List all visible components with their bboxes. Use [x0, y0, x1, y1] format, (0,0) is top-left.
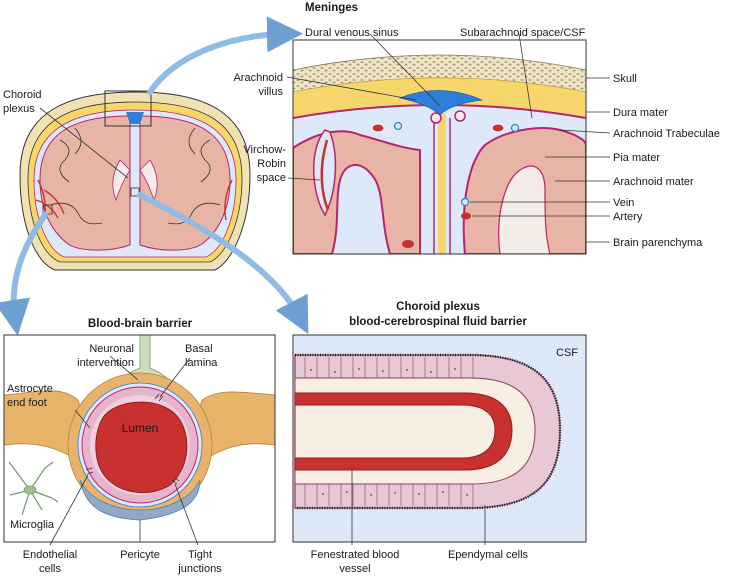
label-virchow-robin-2: Robin	[257, 158, 286, 170]
label-tight-junctions-2: junctions	[177, 563, 222, 575]
label-arachnoid-villus-2: villus	[259, 86, 284, 98]
meninges-title: Meninges	[305, 2, 358, 14]
bbb-title: Blood-brain barrier	[88, 318, 193, 330]
label-neuronal-intervention-1: Neuronal	[89, 343, 134, 355]
ependymal-cell-row	[304, 357, 474, 506]
meninges-leaders	[286, 33, 611, 243]
brain-coronal-section	[19, 90, 251, 271]
arrow-to-choroid	[137, 192, 309, 334]
label-basal-lamina-2: lamina	[185, 357, 218, 369]
label-artery: Artery	[613, 211, 643, 223]
label-arachnoid-trabeculae: Arachnoid Trabeculae	[613, 128, 720, 140]
label-virchow-robin-1: Virchow-	[243, 144, 286, 156]
label-neuronal-intervention-2: intervention	[77, 357, 134, 369]
label-arachnoid-villus-1: Arachnoid	[233, 72, 283, 84]
meninges-panel	[292, 39, 587, 255]
label-ependymal-cells: Ependymal cells	[448, 549, 529, 561]
label-vein: Vein	[613, 197, 634, 209]
label-dura-mater: Dura mater	[613, 107, 668, 119]
label-arachnoid-mater: Arachnoid mater	[613, 176, 694, 188]
choroid-title-2: blood-cerebrospinal fluid barrier	[349, 316, 527, 328]
label-virchow-robin-3: space	[257, 172, 286, 184]
label-pia-mater: Pia mater	[613, 152, 660, 164]
label-lumen: Lumen	[122, 421, 159, 435]
label-dural-venous-sinus: Dural venous sinus	[305, 27, 399, 39]
bbb-panel	[3, 334, 276, 543]
label-basal-lamina-1: Basal	[185, 343, 213, 355]
label-choroid-plexus-1: Choroid	[3, 89, 42, 101]
arrow-to-bbb	[0, 212, 48, 336]
bbb-leaders	[49, 355, 199, 546]
choroid-panel	[292, 334, 587, 543]
choroid-title-1: Choroid plexus	[396, 301, 480, 313]
label-subarachnoid-space: Subarachnoid space/CSF	[460, 27, 586, 39]
label-pericyte: Pericyte	[120, 549, 160, 561]
label-fenestrated-vessel-2: vessel	[339, 563, 370, 575]
label-csf: CSF	[556, 347, 578, 359]
label-endothelial-cells-1: Endothelial	[23, 549, 77, 561]
label-brain-parenchyma: Brain parenchyma	[613, 237, 703, 249]
connector-arrows	[0, 16, 309, 336]
ependymal-nuclei	[309, 367, 469, 497]
label-astrocyte-end-foot-1: Astrocyte	[7, 383, 53, 395]
label-endothelial-cells-2: cells	[39, 563, 62, 575]
label-fenestrated-vessel-1: Fenestrated blood	[311, 549, 400, 561]
label-choroid-plexus-2: plexus	[3, 103, 35, 115]
arrow-to-meninges	[147, 16, 303, 95]
label-skull: Skull	[613, 73, 637, 85]
label-tight-junctions-1: Tight	[188, 549, 212, 561]
label-microglia: Microglia	[10, 519, 55, 531]
label-astrocyte-end-foot-2: end foot	[7, 397, 47, 409]
